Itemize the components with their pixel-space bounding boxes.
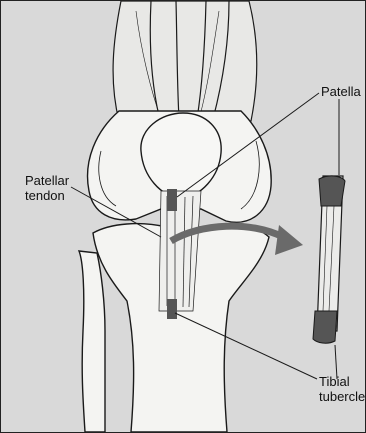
harvested-graft [313, 176, 345, 343]
harvest-site-tibia [167, 299, 177, 319]
label-tibial-tubercle-line1: Tibial [319, 374, 365, 389]
label-patellar-tendon-line2: tendon [25, 188, 69, 203]
label-patella: Patella [321, 84, 361, 99]
label-patellar-tendon: Patellar tendon [25, 173, 69, 203]
label-tibial-tubercle-line2: tubercle [319, 389, 365, 404]
thigh-muscles [113, 1, 257, 121]
label-tibial-tubercle: Tibial tubercle [319, 374, 365, 404]
label-patellar-tendon-line1: Patellar [25, 173, 69, 188]
harvest-site-patella [167, 189, 177, 211]
